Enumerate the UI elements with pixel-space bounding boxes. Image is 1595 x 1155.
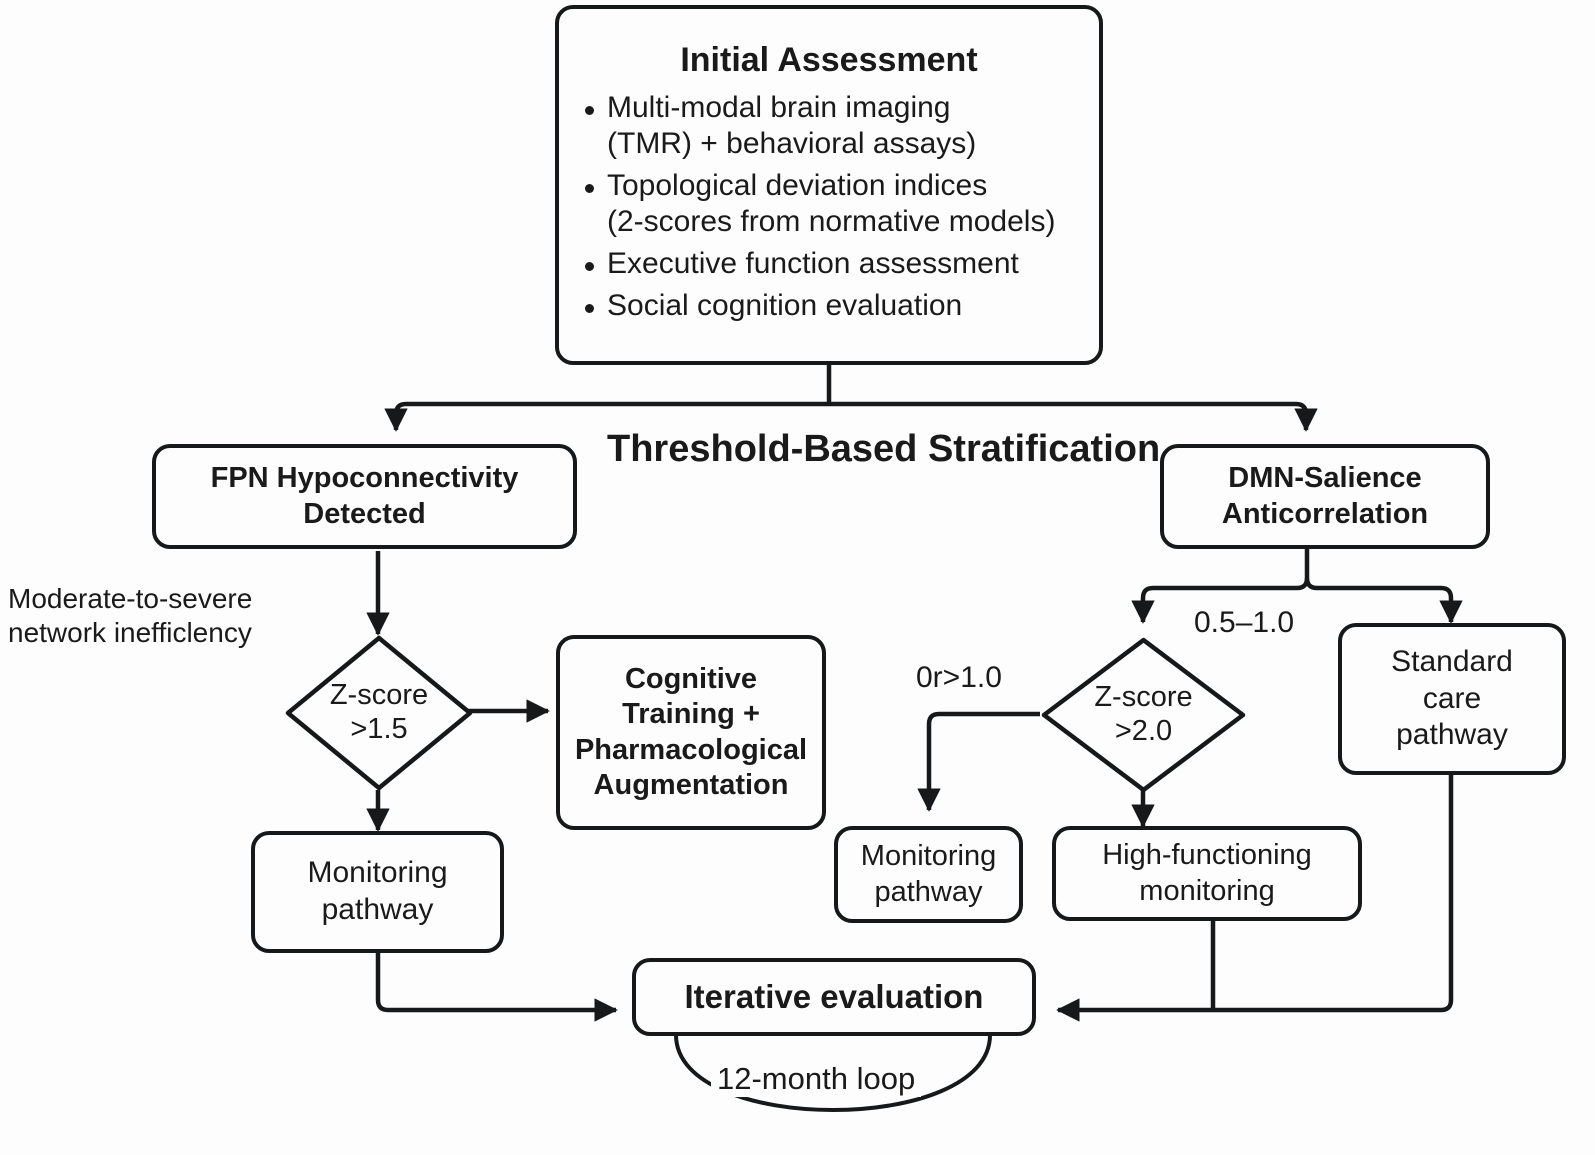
dmn-line-1: DMN-Salience bbox=[1228, 462, 1422, 495]
iterative-evaluation-label: Iterative evaluation bbox=[684, 977, 984, 1015]
list-item: Executive function assessment bbox=[573, 246, 1085, 282]
node-monitoring-pathway-left[interactable]: Monitoring pathway bbox=[251, 831, 504, 953]
high-functioning-line-2: monitoring bbox=[1139, 874, 1275, 907]
dmn-line-2: Anticorrelation bbox=[1221, 497, 1429, 530]
node-standard-care-pathway[interactable]: Standard care pathway bbox=[1338, 623, 1566, 775]
list-item: Multi-modal brain imaging (TMR) + behavi… bbox=[573, 90, 1085, 162]
bullet-dot-icon bbox=[585, 262, 594, 272]
edge-12-month-loop bbox=[674, 1034, 992, 1112]
high-functioning-line-1: High-functioning bbox=[1102, 839, 1312, 872]
label-range-0point5-to-1: 0.5–1.0 bbox=[1194, 606, 1295, 639]
fpn-line-1: FPN Hypoconnectivity bbox=[210, 462, 519, 495]
decision-zscore-15-shape[interactable] bbox=[284, 634, 474, 792]
bullet-dot-icon bbox=[585, 184, 594, 194]
bullet-dot-icon bbox=[585, 304, 594, 314]
decision-zscore-20-shape[interactable] bbox=[1040, 636, 1247, 794]
cognitive-line-2: Training + bbox=[622, 698, 760, 731]
cognitive-line-1: Cognitive bbox=[624, 662, 758, 695]
node-dmn-salience[interactable]: DMN-Salience Anticorrelation bbox=[1160, 444, 1490, 549]
initial-assessment-bullet-list: Multi-modal brain imaging (TMR) + behavi… bbox=[573, 88, 1085, 330]
edge-bus-left bbox=[384, 401, 829, 432]
edge-monitoring-left-to-iterative bbox=[375, 953, 618, 1022]
list-item: Social cognition evaluation bbox=[573, 288, 1085, 324]
node-high-functioning-monitoring[interactable]: High-functioning monitoring bbox=[1052, 826, 1362, 921]
monitoring-left-line-2: pathway bbox=[321, 893, 434, 926]
stratification-title: Threshold-Based Stratification bbox=[607, 428, 1161, 470]
monitoring-right-line-2: pathway bbox=[874, 875, 983, 908]
edge-bus-right bbox=[829, 401, 1318, 432]
node-initial-assessment[interactable]: Initial Assessment Multi-modal brain ima… bbox=[555, 5, 1103, 365]
fpn-line-2: Detected bbox=[303, 497, 426, 530]
cognitive-line-3: Pharmacological bbox=[574, 733, 808, 766]
label-or-greater-than-1: 0r>1.0 bbox=[916, 661, 1002, 694]
bullet-text: Executive function assessment bbox=[607, 246, 1019, 280]
bullet-text: Multi-modal brain imaging (TMR) + behavi… bbox=[607, 90, 977, 160]
monitoring-left-line-1: Monitoring bbox=[307, 856, 448, 890]
edge-zscore20-to-monitoring-right bbox=[917, 711, 1040, 812]
bullet-text: Topological deviation indices (2-scores … bbox=[607, 168, 1056, 238]
label-moderate-to-severe: Moderate-to-severe network inefficlency bbox=[8, 583, 253, 648]
edge-standardcare-to-bus bbox=[1056, 774, 1454, 1022]
node-fpn-hypoconnectivity[interactable]: FPN Hypoconnectivity Detected bbox=[152, 444, 577, 549]
monitoring-right-line-1: Monitoring bbox=[860, 840, 997, 873]
node-cognitive-training[interactable]: Cognitive Training + Pharmacological Aug… bbox=[556, 635, 826, 830]
standard-care-line-2: care bbox=[1422, 681, 1482, 715]
standard-care-line-3: pathway bbox=[1396, 718, 1508, 752]
list-item: Topological deviation indices (2-scores … bbox=[573, 168, 1085, 240]
bullet-dot-icon bbox=[585, 106, 594, 116]
bullet-text: Social cognition evaluation bbox=[607, 288, 963, 322]
node-iterative-evaluation[interactable]: Iterative evaluation bbox=[632, 958, 1036, 1036]
node-monitoring-pathway-right[interactable]: Monitoring pathway bbox=[834, 826, 1023, 923]
initial-assessment-title: Initial Assessment bbox=[680, 41, 978, 80]
cognitive-line-4: Augmentation bbox=[593, 768, 789, 801]
standard-care-line-1: Standard bbox=[1391, 645, 1513, 679]
label-12-month-loop: 12-month loop bbox=[711, 1060, 922, 1098]
edge-dmn-bus-right bbox=[1304, 577, 1463, 624]
